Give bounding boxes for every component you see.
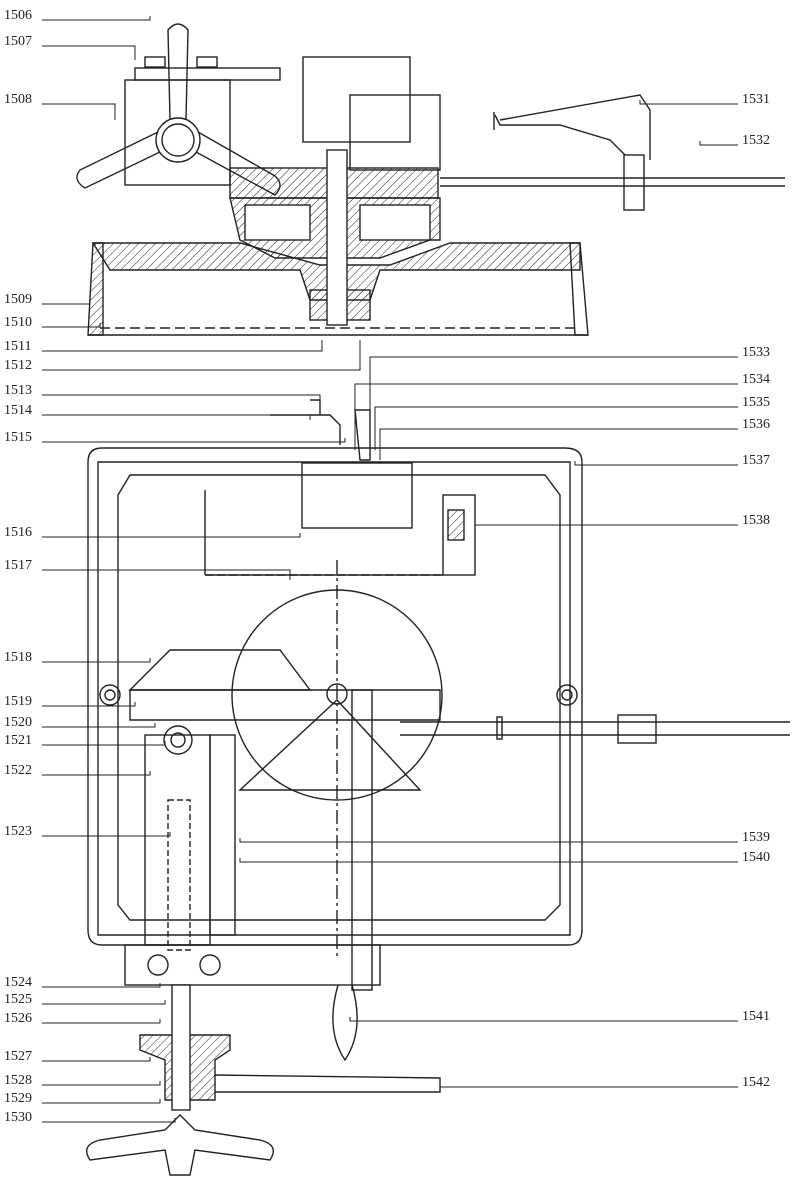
handwheel-top[interactable] (76, 23, 281, 196)
leader-line (42, 340, 361, 371)
leader-line (42, 983, 161, 988)
part-label-1518: 1518 (4, 650, 32, 665)
part-label-1510: 1510 (4, 315, 32, 330)
leader-line (369, 356, 738, 425)
leader-line (42, 1099, 161, 1104)
part-label-1516: 1516 (4, 525, 32, 540)
leader-line (42, 45, 136, 60)
part-label-1537: 1537 (742, 453, 770, 468)
leader-line (42, 1019, 161, 1024)
leader-line (42, 1000, 166, 1005)
part-label-1540: 1540 (742, 850, 770, 865)
part-label-1508: 1508 (4, 92, 32, 107)
leader-line (42, 414, 311, 420)
leader-line (349, 1017, 738, 1022)
top-assembly (76, 23, 785, 336)
leader-line (42, 658, 151, 663)
part-label-1512: 1512 (4, 358, 32, 373)
part-label-1523: 1523 (4, 824, 32, 839)
lower-assembly (86, 399, 790, 1176)
part-label-1541: 1541 (742, 1009, 770, 1024)
part-label-1522: 1522 (4, 763, 32, 778)
part-label-1519: 1519 (4, 694, 32, 709)
leader-line (42, 723, 156, 728)
leader-line (239, 838, 738, 843)
part-label-1525: 1525 (4, 992, 32, 1007)
leader-line (239, 858, 738, 863)
leader-line (42, 533, 301, 538)
part-label-1529: 1529 (4, 1091, 32, 1106)
part-label-1527: 1527 (4, 1049, 32, 1064)
leader-line (42, 394, 321, 405)
leader-line (42, 569, 291, 580)
leader-line (42, 771, 151, 776)
part-label-1538: 1538 (742, 513, 770, 528)
leader-line (42, 323, 101, 328)
leader-line (42, 103, 116, 120)
leader-line (639, 100, 738, 105)
part-label-1520: 1520 (4, 715, 32, 730)
part-label-1534: 1534 (742, 372, 770, 387)
part-label-1521: 1521 (4, 733, 32, 748)
part-label-1524: 1524 (4, 975, 32, 990)
leader-line (42, 832, 171, 837)
part-label-1531: 1531 (742, 92, 770, 107)
leader-line (699, 141, 738, 146)
part-label-1507: 1507 (4, 34, 32, 49)
part-label-1542: 1542 (742, 1075, 770, 1090)
leader-line (354, 383, 738, 450)
leader-line (42, 300, 91, 305)
part-label-1530: 1530 (4, 1110, 32, 1125)
leader-line (42, 1057, 151, 1062)
part-label-1514: 1514 (4, 403, 32, 418)
leader-line (574, 461, 738, 466)
leader-line (42, 1118, 176, 1123)
leader-line (379, 428, 738, 460)
part-label-1532: 1532 (742, 133, 770, 148)
leader-line (42, 1081, 161, 1086)
leader-line (42, 340, 323, 352)
leader-line (42, 16, 151, 21)
leader-line (42, 741, 166, 746)
leader-line (374, 406, 738, 450)
part-label-1506: 1506 (4, 8, 32, 23)
part-label-1533: 1533 (742, 345, 770, 360)
leader-line (42, 438, 346, 443)
part-label-1535: 1535 (742, 395, 770, 410)
leader-lines (42, 16, 738, 1123)
part-label-1526: 1526 (4, 1011, 32, 1026)
lever-handle (332, 984, 358, 1062)
leader-line (439, 1083, 738, 1088)
part-label-1511: 1511 (4, 339, 32, 354)
part-label-1536: 1536 (742, 417, 770, 432)
part-label-1517: 1517 (4, 558, 32, 573)
part-label-1509: 1509 (4, 292, 32, 307)
leader-line (474, 521, 738, 526)
leader-line (42, 702, 136, 707)
part-label-1515: 1515 (4, 430, 32, 445)
part-label-1539: 1539 (742, 830, 770, 845)
part-label-1513: 1513 (4, 383, 32, 398)
part-label-1528: 1528 (4, 1073, 32, 1088)
